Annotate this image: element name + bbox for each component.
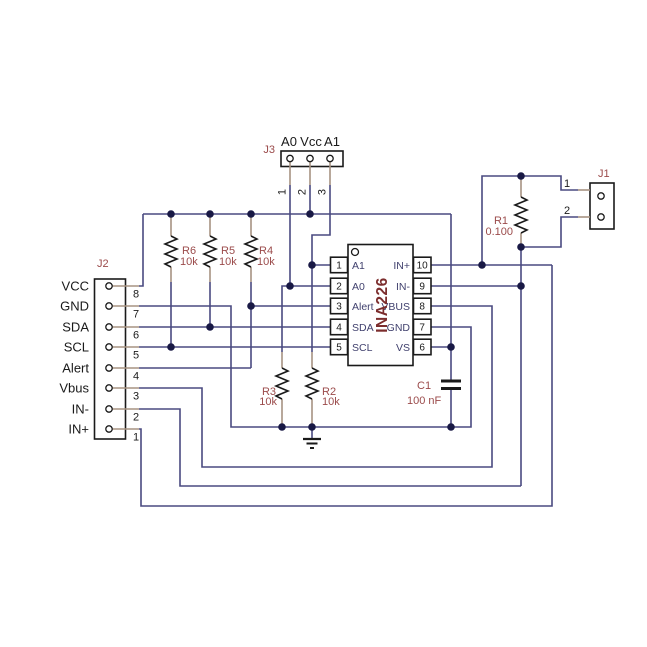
ic-pinbox-7 (412, 318, 432, 336)
j2-label-vcc: VCC (62, 279, 89, 294)
wire-vbus (139, 305, 493, 468)
ic-pin-name-in-minus: IN- (396, 281, 411, 293)
wire-gnd (139, 305, 472, 428)
r2-ref: R2 (322, 386, 336, 398)
j2-label-scl: SCL (64, 340, 89, 355)
j2-pin-4: 4 (133, 371, 139, 383)
wire-r1-to-j1pin2 (521, 216, 578, 248)
ic-pinbox-6 (412, 338, 432, 356)
ic-pin-name-alert: Alert (352, 301, 374, 313)
ic-pin-num-1: 1 (336, 261, 342, 272)
wires (139, 175, 578, 507)
j2-label-in-minus: IN- (72, 402, 89, 417)
ic-pinbox-8 (412, 297, 432, 315)
r4-value: 10k (257, 256, 275, 268)
wire-vcc-riser (139, 214, 144, 287)
pin1-indicator-icon (350, 247, 360, 257)
connector-pins (105, 154, 605, 433)
ic-pin-num-3: 3 (336, 302, 342, 313)
resistor-r6-symbol (162, 235, 180, 268)
j3-label-vcc: Vcc (300, 134, 322, 149)
ic-pinbox-2 (329, 277, 349, 295)
j2-pin-3: 3 (133, 391, 139, 403)
c1-value: 100 nF (407, 395, 442, 407)
ic-pinbox-3 (329, 297, 349, 315)
ic-pin-name-scl: SCL (352, 342, 373, 354)
j3-pin-2: 2 (297, 189, 309, 195)
resistor-r3-symbol (273, 367, 291, 400)
r1-value: 0.100 (485, 226, 513, 238)
resistors (162, 196, 530, 400)
r5-ref: R5 (221, 245, 235, 257)
wire-r1-to-j1pin1 (481, 175, 578, 265)
j1-pin-1: 1 (564, 178, 570, 190)
ic-pin-num-10: 10 (417, 261, 429, 272)
j3-label-a1: A1 (324, 134, 340, 149)
j2-pin-6: 6 (133, 330, 139, 342)
c1-ref: C1 (417, 380, 431, 392)
ic-ina226 (329, 243, 432, 367)
j2-designator: J2 (97, 258, 109, 270)
j2-pin-1: 1 (133, 432, 139, 444)
j2-label-alert: Alert (62, 361, 89, 376)
ic-pin-name-vs: VS (396, 342, 410, 354)
j3-designator: J3 (263, 144, 275, 156)
r6-value: 10k (180, 256, 198, 268)
capacitor-c1-symbol (441, 379, 461, 390)
j2-pin-2: 2 (133, 412, 139, 424)
ic-pin-name-gnd: GND (387, 322, 411, 334)
ic-pin-num-4: 4 (336, 323, 342, 334)
ic-pin-num-9: 9 (419, 282, 425, 293)
r6-ref: R6 (182, 245, 196, 257)
resistor-r4-symbol (242, 235, 260, 268)
r1-ref: R1 (494, 215, 508, 227)
j3-pin-1: 1 (277, 189, 289, 195)
j2-pin-5: 5 (133, 350, 139, 362)
j2-pin-7: 7 (133, 309, 139, 321)
j2-label-vbus: Vbus (59, 381, 89, 396)
resistor-r5-symbol (201, 235, 219, 268)
wire-inplus-bottom (139, 265, 553, 507)
ic-pin-name-a1: A1 (352, 260, 365, 272)
ic-pin-num-5: 5 (336, 343, 342, 354)
resistor-r2-symbol (303, 367, 321, 400)
j3-label-a0: A0 (281, 134, 297, 149)
ic-pin-num-8: 8 (419, 302, 425, 313)
wire-a1-drop (311, 185, 331, 265)
j1-designator: J1 (598, 168, 610, 180)
ic-pin-name-sda: SDA (352, 322, 374, 334)
j2-label-gnd: GND (60, 299, 89, 314)
ic-pinbox-1 (329, 256, 349, 274)
ic-pin-num-6: 6 (419, 343, 425, 354)
junction-dots (167, 172, 525, 431)
ic-pin-name-in-plus: IN+ (393, 260, 410, 272)
r4-ref: R4 (259, 245, 273, 257)
ic-pin-num-2: 2 (336, 282, 342, 293)
j1-pin-2: 2 (564, 205, 570, 217)
ic-pinbox-5 (329, 338, 349, 356)
j2-pin-8: 8 (133, 289, 139, 301)
j3-pin-3: 3 (317, 189, 329, 195)
ic-pinbox-4 (329, 318, 349, 336)
ic-pin-name-a0: A0 (352, 281, 365, 293)
ic-pinbox-9 (412, 277, 432, 295)
resistor-r1-symbol (512, 196, 530, 234)
ground-symbol (303, 437, 321, 449)
r3-ref: R3 (262, 386, 276, 398)
wire-a0-to-r3 (281, 285, 290, 352)
r2-value: 10k (322, 396, 340, 408)
ic-name: INA226 (374, 277, 391, 333)
ic-pin-name-vbus: VBUS (381, 301, 410, 313)
ic-pin-num-7: 7 (419, 323, 425, 334)
ic-pinbox-10 (412, 256, 432, 274)
r3-value: 10k (259, 396, 277, 408)
j2-label-sda: SDA (62, 320, 89, 335)
connector-j1-body (589, 182, 615, 230)
r5-value: 10k (219, 256, 237, 268)
wire-inminus-bottom (139, 408, 521, 487)
j2-label-in-plus: IN+ (68, 422, 89, 437)
